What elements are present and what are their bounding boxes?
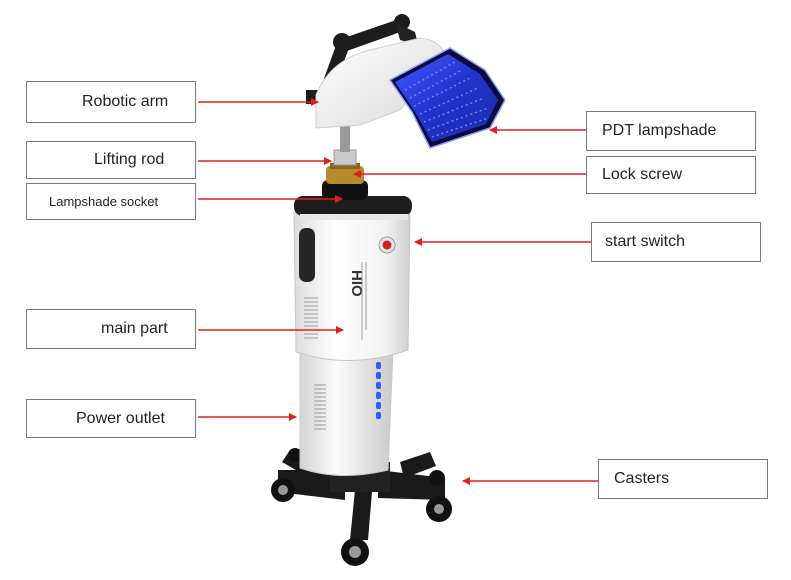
lower-body	[299, 349, 394, 476]
label-lifting-rod-text: Lifting rod	[94, 151, 165, 168]
label-casters: Casters	[598, 459, 768, 499]
label-robotic-arm-text: Robotic arm	[82, 93, 169, 110]
label-lampshade-socket: Lampshade socket	[26, 183, 196, 220]
label-lifting-rod: Lifting rod	[26, 141, 196, 179]
label-lock-screw-text: Lock screw	[602, 166, 683, 183]
label-start-switch: start switch	[591, 222, 761, 262]
label-casters-text: Casters	[614, 470, 670, 487]
blue-led-strip	[376, 362, 381, 419]
device-brand-text: HIO	[348, 270, 365, 297]
label-lock-screw: Lock screw	[586, 156, 756, 194]
label-main-part: main part	[26, 309, 196, 349]
label-pdt-lampshade-text: PDT lampshade	[602, 122, 717, 139]
label-robotic-arm: Robotic arm	[26, 81, 196, 123]
label-pdt-lampshade: PDT lampshade	[586, 111, 756, 151]
label-main-part-text: main part	[101, 320, 168, 337]
label-power-outlet-text: Power outlet	[76, 409, 165, 427]
pdt-led-panel	[388, 47, 506, 149]
lifting-rod-assembly	[322, 118, 368, 200]
label-start-switch-text: start switch	[605, 233, 686, 250]
power-outlet-vents	[314, 384, 326, 430]
start-switch-button[interactable]	[378, 236, 396, 254]
label-power-outlet: Power outlet	[26, 399, 196, 438]
main-body: HIO	[293, 196, 412, 362]
label-lampshade-socket-text: Lampshade socket	[49, 194, 159, 209]
